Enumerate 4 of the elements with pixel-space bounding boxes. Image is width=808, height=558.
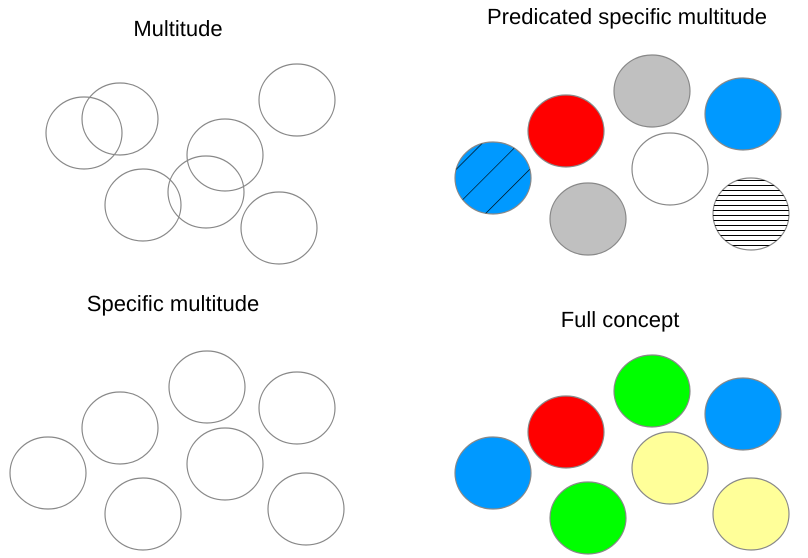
- panel-title: Specific multitude: [86, 293, 260, 315]
- panel-title: Multitude: [133, 18, 223, 40]
- panel-title: Full concept: [560, 309, 680, 331]
- panel-title: Predicated specific multitude: [486, 6, 768, 28]
